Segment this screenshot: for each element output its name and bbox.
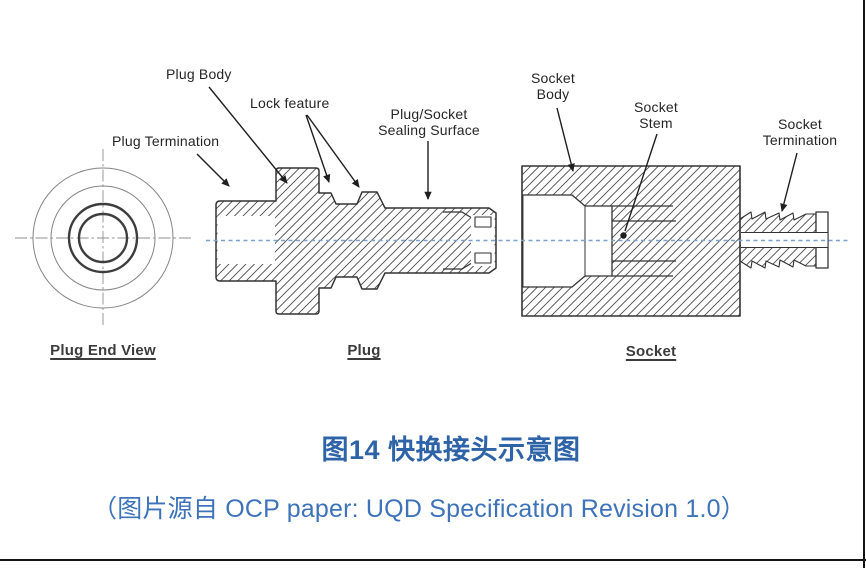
label-socket-body: Socket Body [522, 70, 584, 102]
socket-stem-lines [612, 205, 676, 277]
label-socket-stem-line1: Socket [634, 99, 678, 115]
label-socket-termination-line1: Socket [778, 116, 822, 132]
right-border-line [862, 0, 865, 568]
label-sealing-surface-line2: Sealing Surface [378, 121, 480, 138]
label-socket-termination-line2: Termination [762, 131, 838, 148]
view-title-socket: Socket [625, 343, 677, 360]
end-view-mid-circle [50, 185, 156, 291]
label-socket-stem: Socket Stem [625, 99, 687, 131]
plug-valve-seat-bottom [474, 252, 492, 264]
lock-feature-leader-2 [306, 114, 360, 188]
plug-valve-seat-top [474, 216, 492, 228]
label-socket-stem-line2: Stem [639, 114, 673, 131]
end-view-outer-circle [32, 167, 174, 309]
plug-valve-line-top [443, 211, 472, 219]
end-view-seal-circle [67, 202, 139, 274]
bottom-border-line [0, 559, 866, 561]
socket-body-leader [556, 107, 575, 172]
figure-caption-title: 图14 快换接头示意图 [321, 435, 581, 465]
plug-termination-leader [196, 153, 230, 187]
label-socket-body-line2: Body [536, 85, 570, 102]
plug-end-view-drawing [15, 149, 191, 328]
label-sealing-surface: Plug/Socket Sealing Surface [369, 106, 489, 138]
socket-stem-leader-dot [620, 232, 627, 239]
socket-stem-leader [624, 133, 658, 232]
end-view-bore-circle [77, 212, 129, 264]
leader-lines [196, 86, 798, 232]
figure-caption-source: （图片源自 OCP paper: UQD Specification Revis… [92, 495, 746, 523]
socket-termination-leader [780, 152, 798, 212]
label-lock-feature: Lock feature [250, 95, 330, 111]
label-socket-body-line1: Socket [531, 70, 575, 86]
lock-feature-leader-1 [305, 114, 331, 183]
label-socket-termination: Socket Termination [748, 116, 852, 148]
label-sealing-surface-line1: Plug/Socket [390, 106, 468, 122]
socket-barb-bore-lines [741, 232, 828, 248]
view-title-plug-end-view: Plug End View [50, 342, 156, 359]
view-title-plug: Plug [347, 342, 381, 359]
label-plug-body: Plug Body [166, 66, 232, 82]
plug-valve-line-bottom [443, 262, 472, 270]
plug-body-leader [208, 86, 288, 184]
label-plug-termination: Plug Termination [112, 133, 220, 149]
end-view-centerlines [15, 149, 191, 328]
